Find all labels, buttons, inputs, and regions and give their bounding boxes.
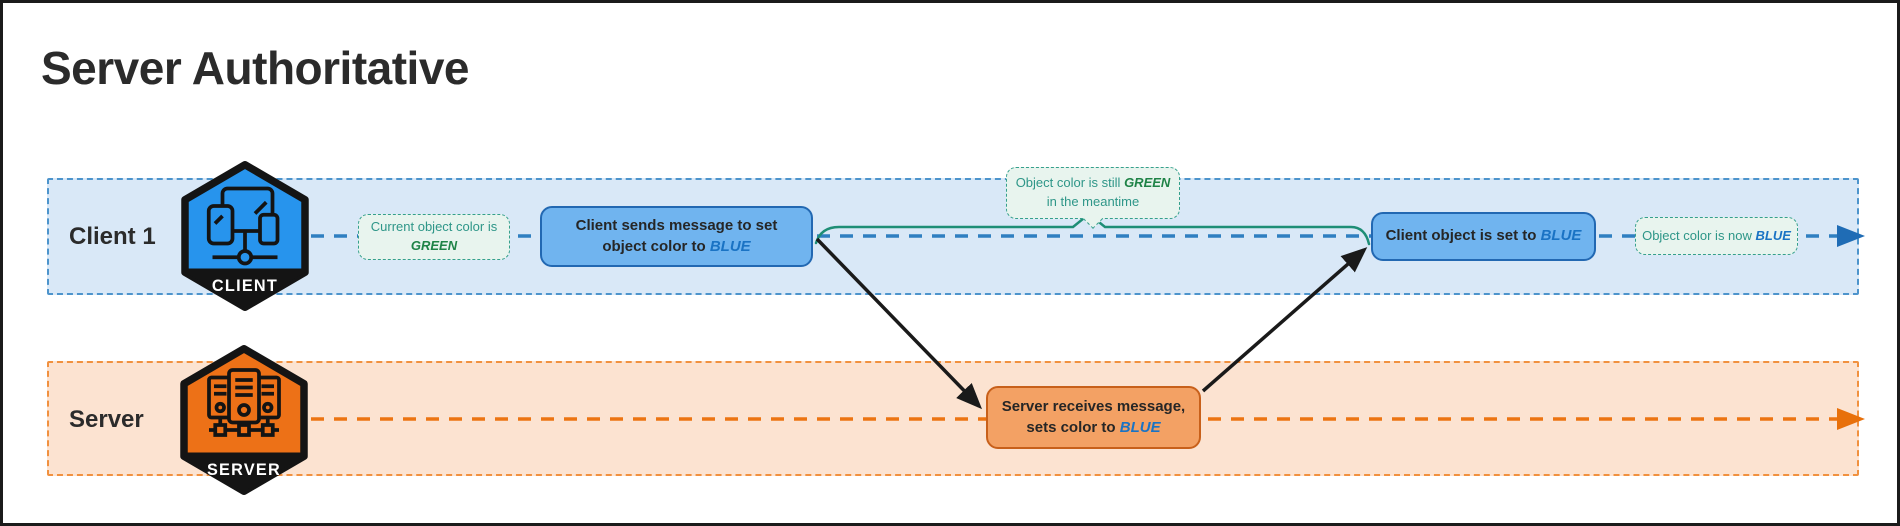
client-object-set-box: Client object is set to BLUE <box>1371 212 1596 261</box>
green-highlight: GREEN <box>1124 175 1171 191</box>
server-hexagon-label: SERVER <box>207 461 281 479</box>
box-text-line1: Server receives message, <box>1001 398 1186 416</box>
blue-highlight: BLUE <box>1755 227 1791 243</box>
note-text: Current object color is <box>370 219 498 235</box>
server-receive-box: Server receives message, sets color to B… <box>986 386 1201 449</box>
note-now-blue: Object color is now BLUE <box>1635 217 1798 255</box>
server-lane-label: Server <box>69 406 144 433</box>
server-racks-icon <box>207 368 281 437</box>
arrow-server-to-client <box>1201 247 1368 393</box>
arrow-client-to-server <box>815 237 983 410</box>
blue-highlight: BLUE <box>1540 227 1582 245</box>
box-text: Client object is set to <box>1385 227 1537 245</box>
server-hexagon-icon: SERVER <box>180 345 308 495</box>
blue-highlight: BLUE <box>1119 418 1161 436</box>
box-text: Client sends message to set object color… <box>575 217 778 255</box>
client-lane-label: Client 1 <box>69 223 156 250</box>
box-text-line2: sets color to <box>1026 418 1116 436</box>
note-text: Object color is now <box>1642 227 1752 243</box>
client-send-message-box: Client sends message to set object color… <box>540 206 813 267</box>
note-text: Object color is still <box>1015 175 1121 191</box>
client-hexagon-icon: CLIENT <box>181 161 309 311</box>
client-devices-icon <box>206 186 280 266</box>
note-still-green-callout: Object color is still GREEN in the meant… <box>1006 167 1180 229</box>
page-title: Server Authoritative <box>41 42 470 94</box>
note-text-suffix: in the meantime <box>1046 194 1140 209</box>
server-timeline-arrowhead-icon <box>1837 408 1865 430</box>
blue-highlight: BLUE <box>709 237 751 255</box>
client-timeline-arrowhead-icon <box>1837 225 1865 247</box>
client-hexagon-label: CLIENT <box>212 277 278 295</box>
green-highlight: GREEN <box>410 238 458 253</box>
note-current-color-green: Current object color is GREEN <box>358 214 510 260</box>
